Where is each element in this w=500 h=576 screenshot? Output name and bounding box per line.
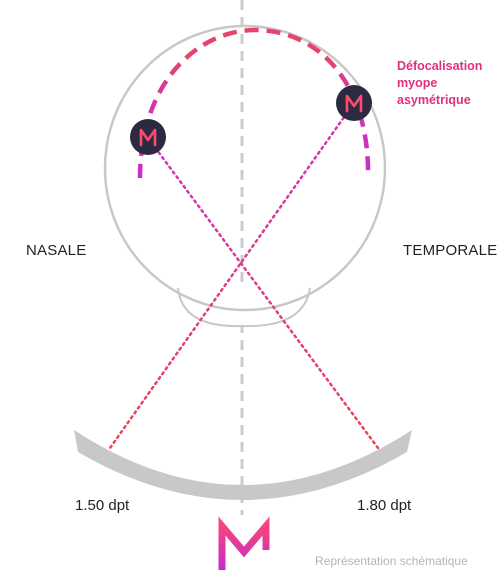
- right-lens-power: 1.80 dpt: [357, 497, 412, 514]
- defocus-arc: [137, 27, 371, 179]
- cornea-outline: [177, 287, 311, 328]
- defocus-note-line-3: asymétrique: [397, 93, 471, 107]
- nasal-label: NASALE: [26, 242, 87, 259]
- defocus-note-line-1: Défocalisation: [397, 59, 483, 73]
- left-lens-power: 1.50 dpt: [75, 497, 130, 514]
- spectacle-lens: [74, 430, 412, 500]
- schematic-caption: Représentation schématique: [315, 554, 468, 568]
- temporal-label: TEMPORALE: [403, 242, 498, 259]
- eyeball-outline: [103, 24, 387, 312]
- m-logo-icon: [130, 119, 166, 155]
- ray-right-to-left: [108, 101, 356, 450]
- defocus-note-line-2: myope: [397, 76, 438, 90]
- defocus-note: Défocalisation myope asymétrique: [397, 58, 482, 109]
- brand-logo-icon: [218, 516, 270, 570]
- m-logo-icon: [336, 85, 372, 121]
- ray-left-to-right: [146, 136, 380, 450]
